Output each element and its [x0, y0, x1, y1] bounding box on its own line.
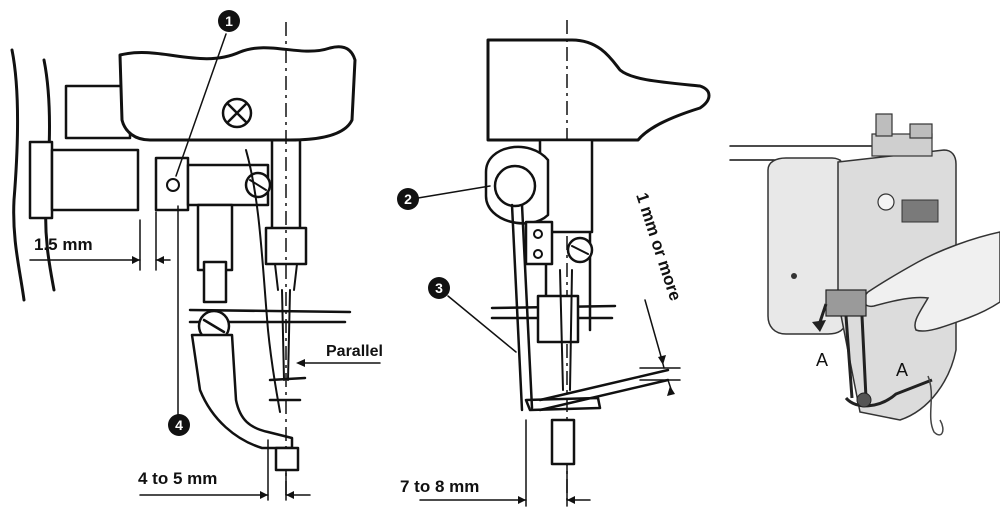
svg-text:3: 3	[435, 280, 443, 296]
callout-1: 1	[218, 10, 240, 32]
callout-2: 2	[397, 188, 419, 210]
label-7-to-8-mm: 7 to 8 mm	[400, 477, 479, 496]
label-4-to-5-mm: 4 to 5 mm	[138, 469, 217, 488]
bar-screw-icon	[566, 236, 594, 264]
svg-text:1: 1	[225, 13, 233, 29]
panel-left-front-view	[10, 22, 381, 501]
photo-label-a-left: A	[816, 350, 828, 370]
arm-screw-icon	[221, 97, 253, 129]
label-1-5-mm: 1.5 mm	[34, 235, 93, 254]
panel-right-photo	[712, 96, 1000, 496]
callout-3: 3	[428, 277, 450, 299]
photo-label-a-right: A	[896, 360, 908, 380]
label-parallel: Parallel	[326, 343, 383, 360]
svg-text:2: 2	[404, 191, 412, 207]
callout-4: 4	[168, 414, 190, 436]
panel-middle-side-view	[417, 20, 711, 507]
clamp-screw-icon	[244, 171, 272, 199]
label-1-mm-or-more: 1 mm or more	[632, 190, 685, 303]
svg-text:4: 4	[175, 417, 183, 433]
